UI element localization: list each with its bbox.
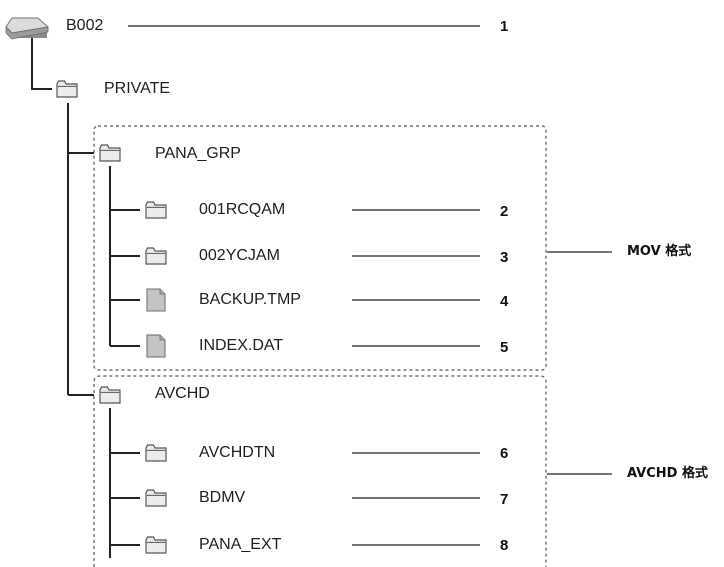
avchd-format-group-label: AVCHD 格式 — [627, 466, 708, 481]
folder-002ycjam-label: 002YCJAM — [199, 247, 280, 264]
callout-number-8: 8 — [500, 537, 509, 554]
folder-icon-avchdtn — [145, 444, 167, 462]
connector-root-to-private — [31, 36, 52, 90]
mov-format-group-label: MOV 格式 — [627, 244, 692, 259]
folder-001rcqam-label: 001RCQAM — [199, 201, 286, 218]
folder-icon-avchd — [99, 386, 121, 404]
folder-icon-bdmv — [145, 489, 167, 507]
pana-grp-folder-label: PANA_GRP — [155, 145, 241, 162]
tree-connectors — [31, 36, 140, 558]
folder-icon-001rcqam — [145, 201, 167, 219]
avchd-folder-label: AVCHD — [155, 385, 210, 402]
callout-number-3: 3 — [500, 249, 509, 266]
file-icon-backup-tmp — [146, 288, 166, 312]
group-boxes — [93, 125, 547, 567]
callout-number-2: 2 — [500, 203, 509, 220]
file-index-dat-label: INDEX.DAT — [199, 337, 284, 354]
callout-number-5: 5 — [500, 339, 509, 356]
leader-lines — [128, 25, 612, 546]
private-folder-label: PRIVATE — [104, 80, 171, 97]
callout-number-1: 1 — [500, 18, 509, 35]
callout-number-6: 6 — [500, 445, 509, 462]
folder-icon-pana-grp — [99, 144, 121, 162]
avchd-group-box — [93, 375, 547, 567]
drive-icon — [5, 17, 49, 40]
file-backup-tmp-label: BACKUP.TMP — [199, 291, 301, 308]
mov-group-box — [93, 125, 547, 371]
folder-icon-002ycjam — [145, 247, 167, 265]
folder-pana-ext-label: PANA_EXT — [199, 536, 282, 553]
callout-number-4: 4 — [500, 293, 509, 310]
folder-icon-pana-ext — [145, 536, 167, 554]
folder-avchdtn-label: AVCHDTN — [199, 444, 276, 461]
folder-icon-private — [56, 80, 78, 98]
file-icon-index-dat — [146, 334, 166, 358]
callout-number-7: 7 — [500, 491, 509, 508]
root-drive-label: B002 — [66, 17, 104, 34]
folder-bdmv-label: BDMV — [199, 489, 246, 506]
